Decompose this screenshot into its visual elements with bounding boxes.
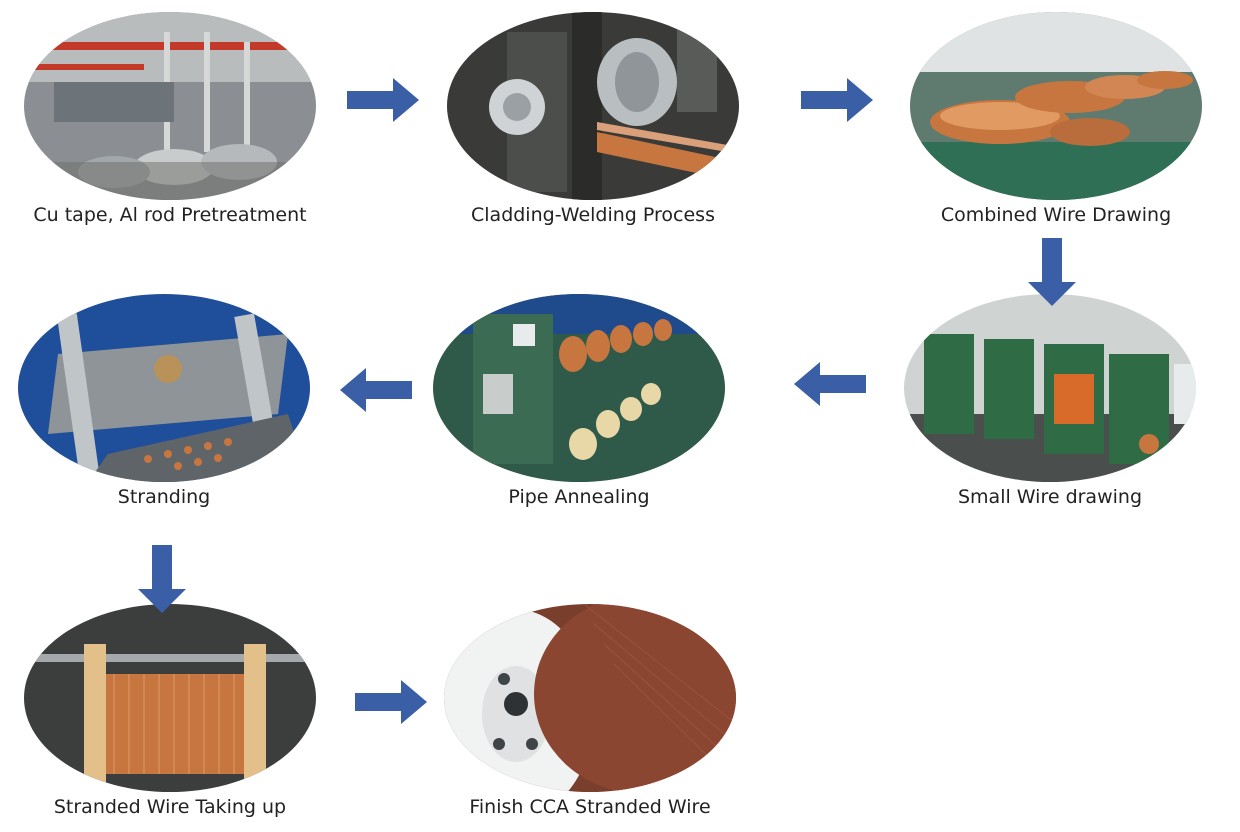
arrow-right-icon — [347, 78, 419, 122]
factory-floor-coils-photo — [24, 12, 316, 200]
step-label: Stranded Wire Taking up — [53, 796, 287, 818]
cladding-welding-rollers-photo — [447, 12, 739, 200]
step-7: Stranded Wire Taking up — [24, 604, 316, 818]
step-label: Pipe Annealing — [508, 486, 650, 508]
stranding-plate-photo — [18, 294, 310, 482]
step-label: Cladding-Welding Process — [471, 204, 715, 226]
step-6: Stranding — [18, 294, 310, 508]
copper-coil-drawing-line-photo — [910, 12, 1202, 200]
step-1: Cu tape, Al rod Pretreatment — [24, 12, 316, 226]
arrow-down-icon — [1028, 238, 1076, 306]
step-label: Finish CCA Stranded Wire — [469, 796, 711, 818]
step-4: Small Wire drawing — [904, 294, 1196, 508]
step-label: Cu tape, Al rod Pretreatment — [33, 204, 307, 226]
annealing-machine-spools-photo — [433, 294, 725, 482]
step-3: Combined Wire Drawing — [910, 12, 1202, 226]
arrow-right-icon — [355, 680, 427, 724]
step-5: Pipe Annealing — [433, 294, 725, 508]
arrow-left-icon — [340, 368, 412, 412]
green-drawing-machines-photo — [904, 294, 1196, 482]
arrow-right-icon — [801, 78, 873, 122]
finished-spool-photo — [444, 604, 736, 792]
step-8: Finish CCA Stranded Wire — [444, 604, 736, 818]
step-label: Combined Wire Drawing — [940, 204, 1172, 226]
copper-wire-reel-photo — [24, 604, 316, 792]
step-label: Stranding — [117, 486, 211, 508]
arrow-down-icon — [138, 545, 186, 613]
step-2: Cladding-Welding Process — [447, 12, 739, 226]
arrow-left-icon — [794, 362, 866, 406]
step-label: Small Wire drawing — [957, 486, 1143, 508]
